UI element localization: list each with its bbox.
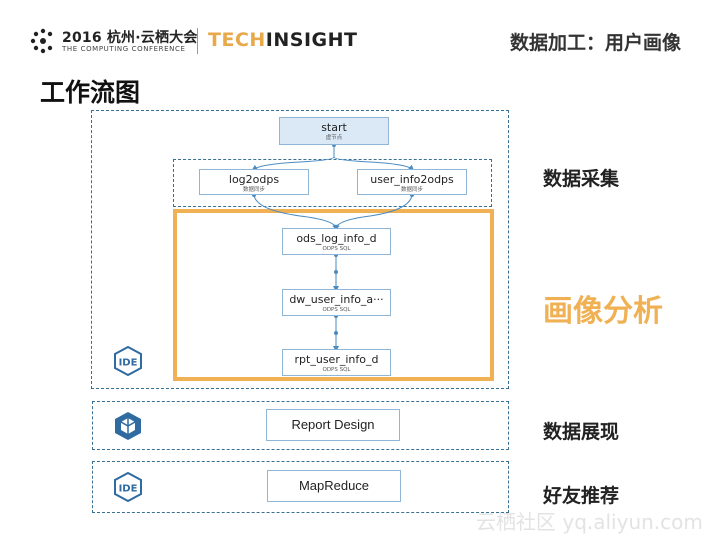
node-subtitle: 虚节点 (325, 135, 343, 141)
workflow-node-rpt-user-info-d[interactable]: rpt_user_info_d ODPS SQL (282, 349, 391, 376)
svg-text:IDE: IDE (119, 358, 138, 369)
label-friend-recommend: 好友推荐 (543, 485, 620, 507)
brand-insight: INSIGHT (265, 29, 358, 51)
page-title: 工作流图 (40, 78, 141, 107)
slide-topic: 数据加工：用户画像 (510, 32, 682, 54)
conference-subtitle: THE COMPUTING CONFERENCE (62, 45, 186, 53)
node-subtitle: ODPS SQL (322, 246, 351, 252)
slide-header: 2016 杭州·云栖大会 THE COMPUTING CONFERENCE TE… (0, 0, 720, 62)
workflow-container (91, 110, 509, 389)
workflow-node-start[interactable]: start 虚节点 (279, 117, 389, 145)
ide-icon: IDE (114, 346, 142, 376)
label-profile-analysis: 画像分析 (543, 294, 663, 329)
computing-conference-logo-icon (30, 28, 53, 54)
node-title: user_info2odps (370, 173, 454, 186)
node-title: rpt_user_info_d (294, 353, 379, 366)
workflow-node-dw-user-info[interactable]: dw_user_info_a··· ODPS SQL (282, 289, 391, 316)
node-title: start (321, 121, 347, 134)
label-data-display: 数据展现 (543, 421, 620, 443)
node-subtitle: 数据同步 (400, 187, 423, 193)
node-title: log2odps (228, 173, 280, 186)
techinsight-brand: TECHINSIGHT (208, 29, 357, 51)
ide-icon: IDE (114, 472, 142, 502)
mapreduce-container (92, 461, 509, 513)
node-title: dw_user_info_a··· (289, 293, 384, 306)
watermark: 云栖社区 yq.aliyun.com (476, 510, 703, 534)
workflow-node-log2odps[interactable]: log2odps 数据同步 (199, 169, 309, 195)
svg-text:IDE: IDE (119, 484, 138, 495)
header-divider (197, 28, 198, 54)
mapreduce-node[interactable]: MapReduce (267, 470, 401, 502)
conference-title: 2016 杭州·云栖大会 (62, 30, 198, 46)
node-subtitle: ODPS SQL (322, 307, 351, 313)
node-subtitle: ODPS SQL (322, 367, 351, 373)
workflow-node-user-info2odps[interactable]: user_info2odps 数据同步 (357, 169, 467, 195)
label-data-collection: 数据采集 (543, 168, 620, 190)
node-title: ods_log_info_d (296, 232, 377, 245)
cube-icon (115, 412, 141, 440)
report-container (92, 401, 509, 450)
brand-tech: TECH (208, 29, 266, 51)
report-design-node[interactable]: Report Design (266, 409, 400, 441)
workflow-node-ods-log-info-d[interactable]: ods_log_info_d ODPS SQL (282, 228, 391, 255)
node-subtitle: 数据同步 (242, 187, 265, 193)
